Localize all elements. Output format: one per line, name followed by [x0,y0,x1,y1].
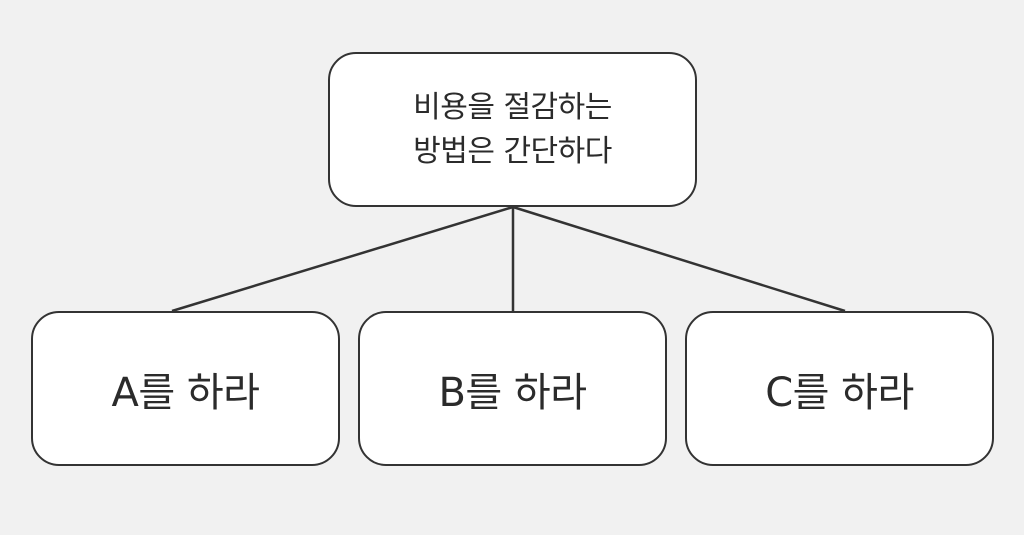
child-node-c: C를 하라 [685,311,994,466]
connector-root-to-a [171,205,514,313]
root-node-label: 비용을 절감하는 방법은 간단하다 [413,86,612,174]
connector-root-to-c [512,205,846,313]
child-node-a: A를 하라 [31,311,340,466]
child-node-c-label: C를 하라 [765,369,914,416]
root-node-line-1: 비용을 절감하는 [413,89,612,125]
child-node-b: B를 하라 [358,311,667,466]
root-node-line-2: 방법은 간단하다 [413,133,612,169]
child-node-a-label: A를 하라 [111,369,260,416]
child-node-b-label: B를 하라 [438,369,587,416]
root-node: 비용을 절감하는 방법은 간단하다 [328,52,697,207]
